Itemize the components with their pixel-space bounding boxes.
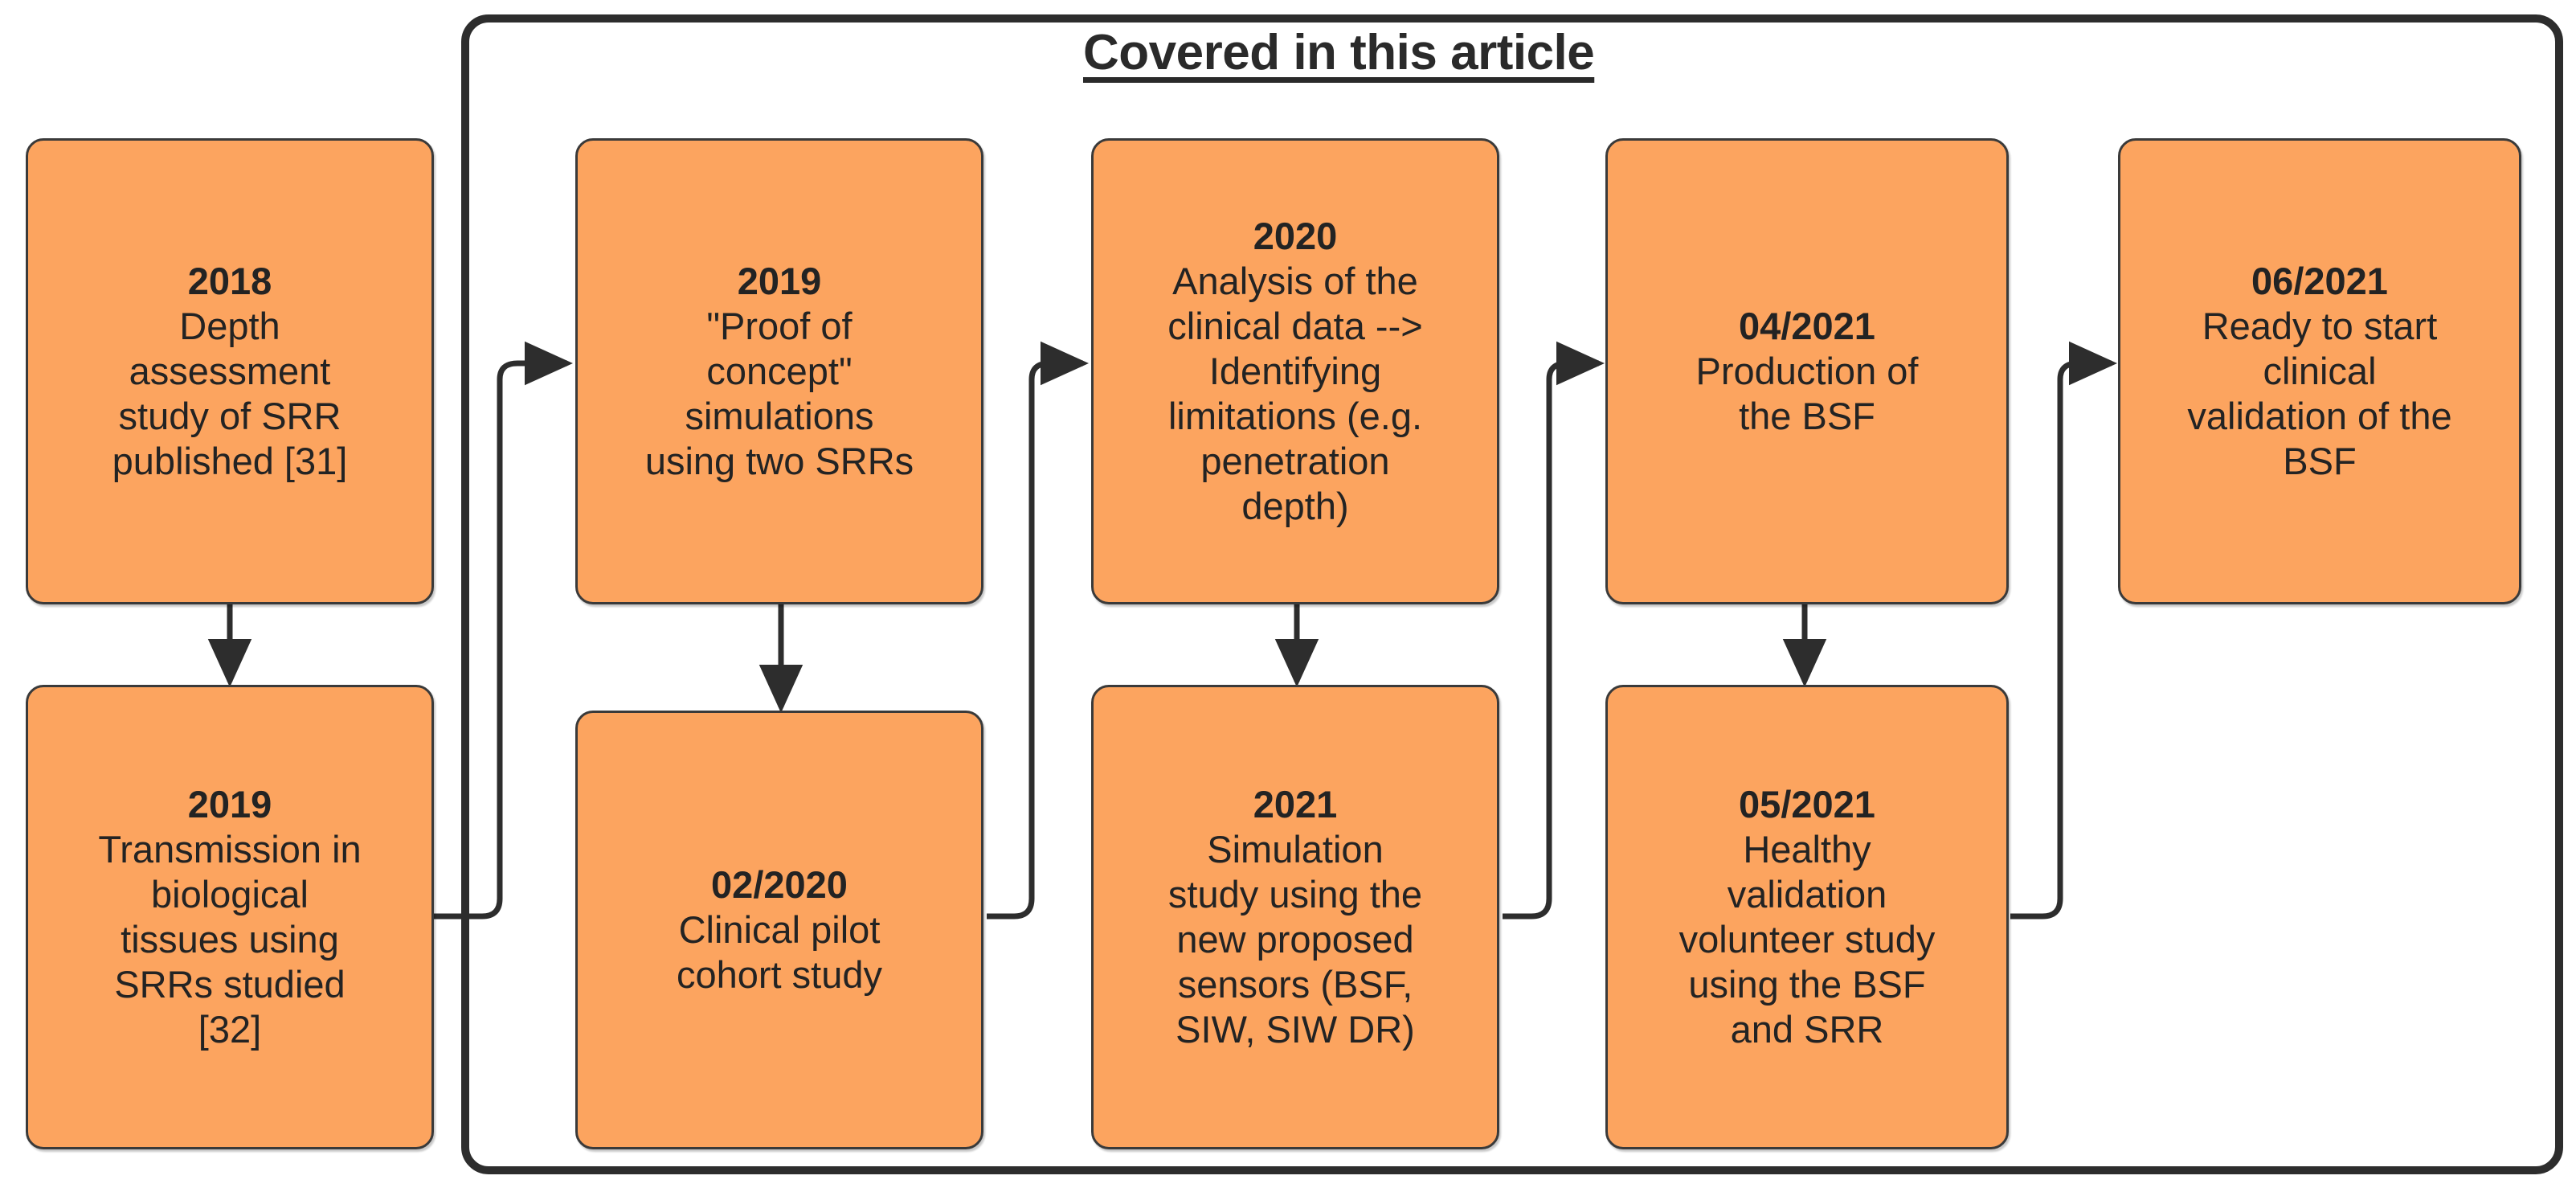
node-052021-healthy-validation-volunteer[interactable]: 05/2021 Healthy validation volunteer stu… xyxy=(1605,685,2009,1149)
node-year: 2018 xyxy=(187,260,272,303)
node-body: Analysis of the clinical data --> Identi… xyxy=(1167,260,1423,527)
node-body: Healthy validation volunteer study using… xyxy=(1678,828,1936,1051)
connector-n8-to-n9 xyxy=(2010,341,2118,920)
node-022020-clinical-pilot-cohort[interactable]: 02/2020 Clinical pilot cohort study xyxy=(575,711,983,1149)
node-year: 02/2020 xyxy=(711,863,848,907)
connector-n6-to-n7 xyxy=(1503,341,1605,920)
node-body: Depth assessment study of SRR published … xyxy=(112,305,348,482)
node-body: Clinical pilot cohort study xyxy=(676,908,883,996)
node-year: 2020 xyxy=(1253,215,1338,258)
node-2018-depth-assessment[interactable]: 2018 Depth assessment study of SRR publi… xyxy=(26,138,434,604)
node-year: 2019 xyxy=(187,783,272,826)
node-2021-simulation-study-new-sensors[interactable]: 2021 Simulation study using the new prop… xyxy=(1091,685,1499,1149)
node-year: 2021 xyxy=(1253,783,1338,826)
connector-n2-to-n3 xyxy=(434,341,574,920)
node-042021-production-bsf[interactable]: 04/2021 Production of the BSF xyxy=(1605,138,2009,604)
node-body: Simulation study using the new proposed … xyxy=(1167,828,1423,1051)
node-2019-transmission-biological-tissues[interactable]: 2019 Transmission in biological tissues … xyxy=(26,685,434,1149)
node-year: 06/2021 xyxy=(2251,260,2388,303)
node-year: 2019 xyxy=(737,260,822,303)
node-body: Transmission in biological tissues using… xyxy=(98,828,362,1051)
connector-n4-to-n5 xyxy=(987,341,1090,920)
frame-title: Covered in this article xyxy=(1083,25,1595,80)
node-062021-ready-clinical-validation[interactable]: 06/2021 Ready to start clinical validati… xyxy=(2118,138,2521,604)
node-year: 04/2021 xyxy=(1739,305,1875,348)
node-year: 05/2021 xyxy=(1739,783,1875,826)
node-2020-analysis-clinical-data[interactable]: 2020 Analysis of the clinical data --> I… xyxy=(1091,138,1499,604)
node-2019-proof-of-concept[interactable]: 2019 "Proof of concept" simulations usin… xyxy=(575,138,983,604)
node-body: "Proof of concept" simulations using two… xyxy=(644,305,914,482)
node-body: Ready to start clinical validation of th… xyxy=(2187,305,2452,482)
node-body: Production of the BSF xyxy=(1695,350,1919,437)
